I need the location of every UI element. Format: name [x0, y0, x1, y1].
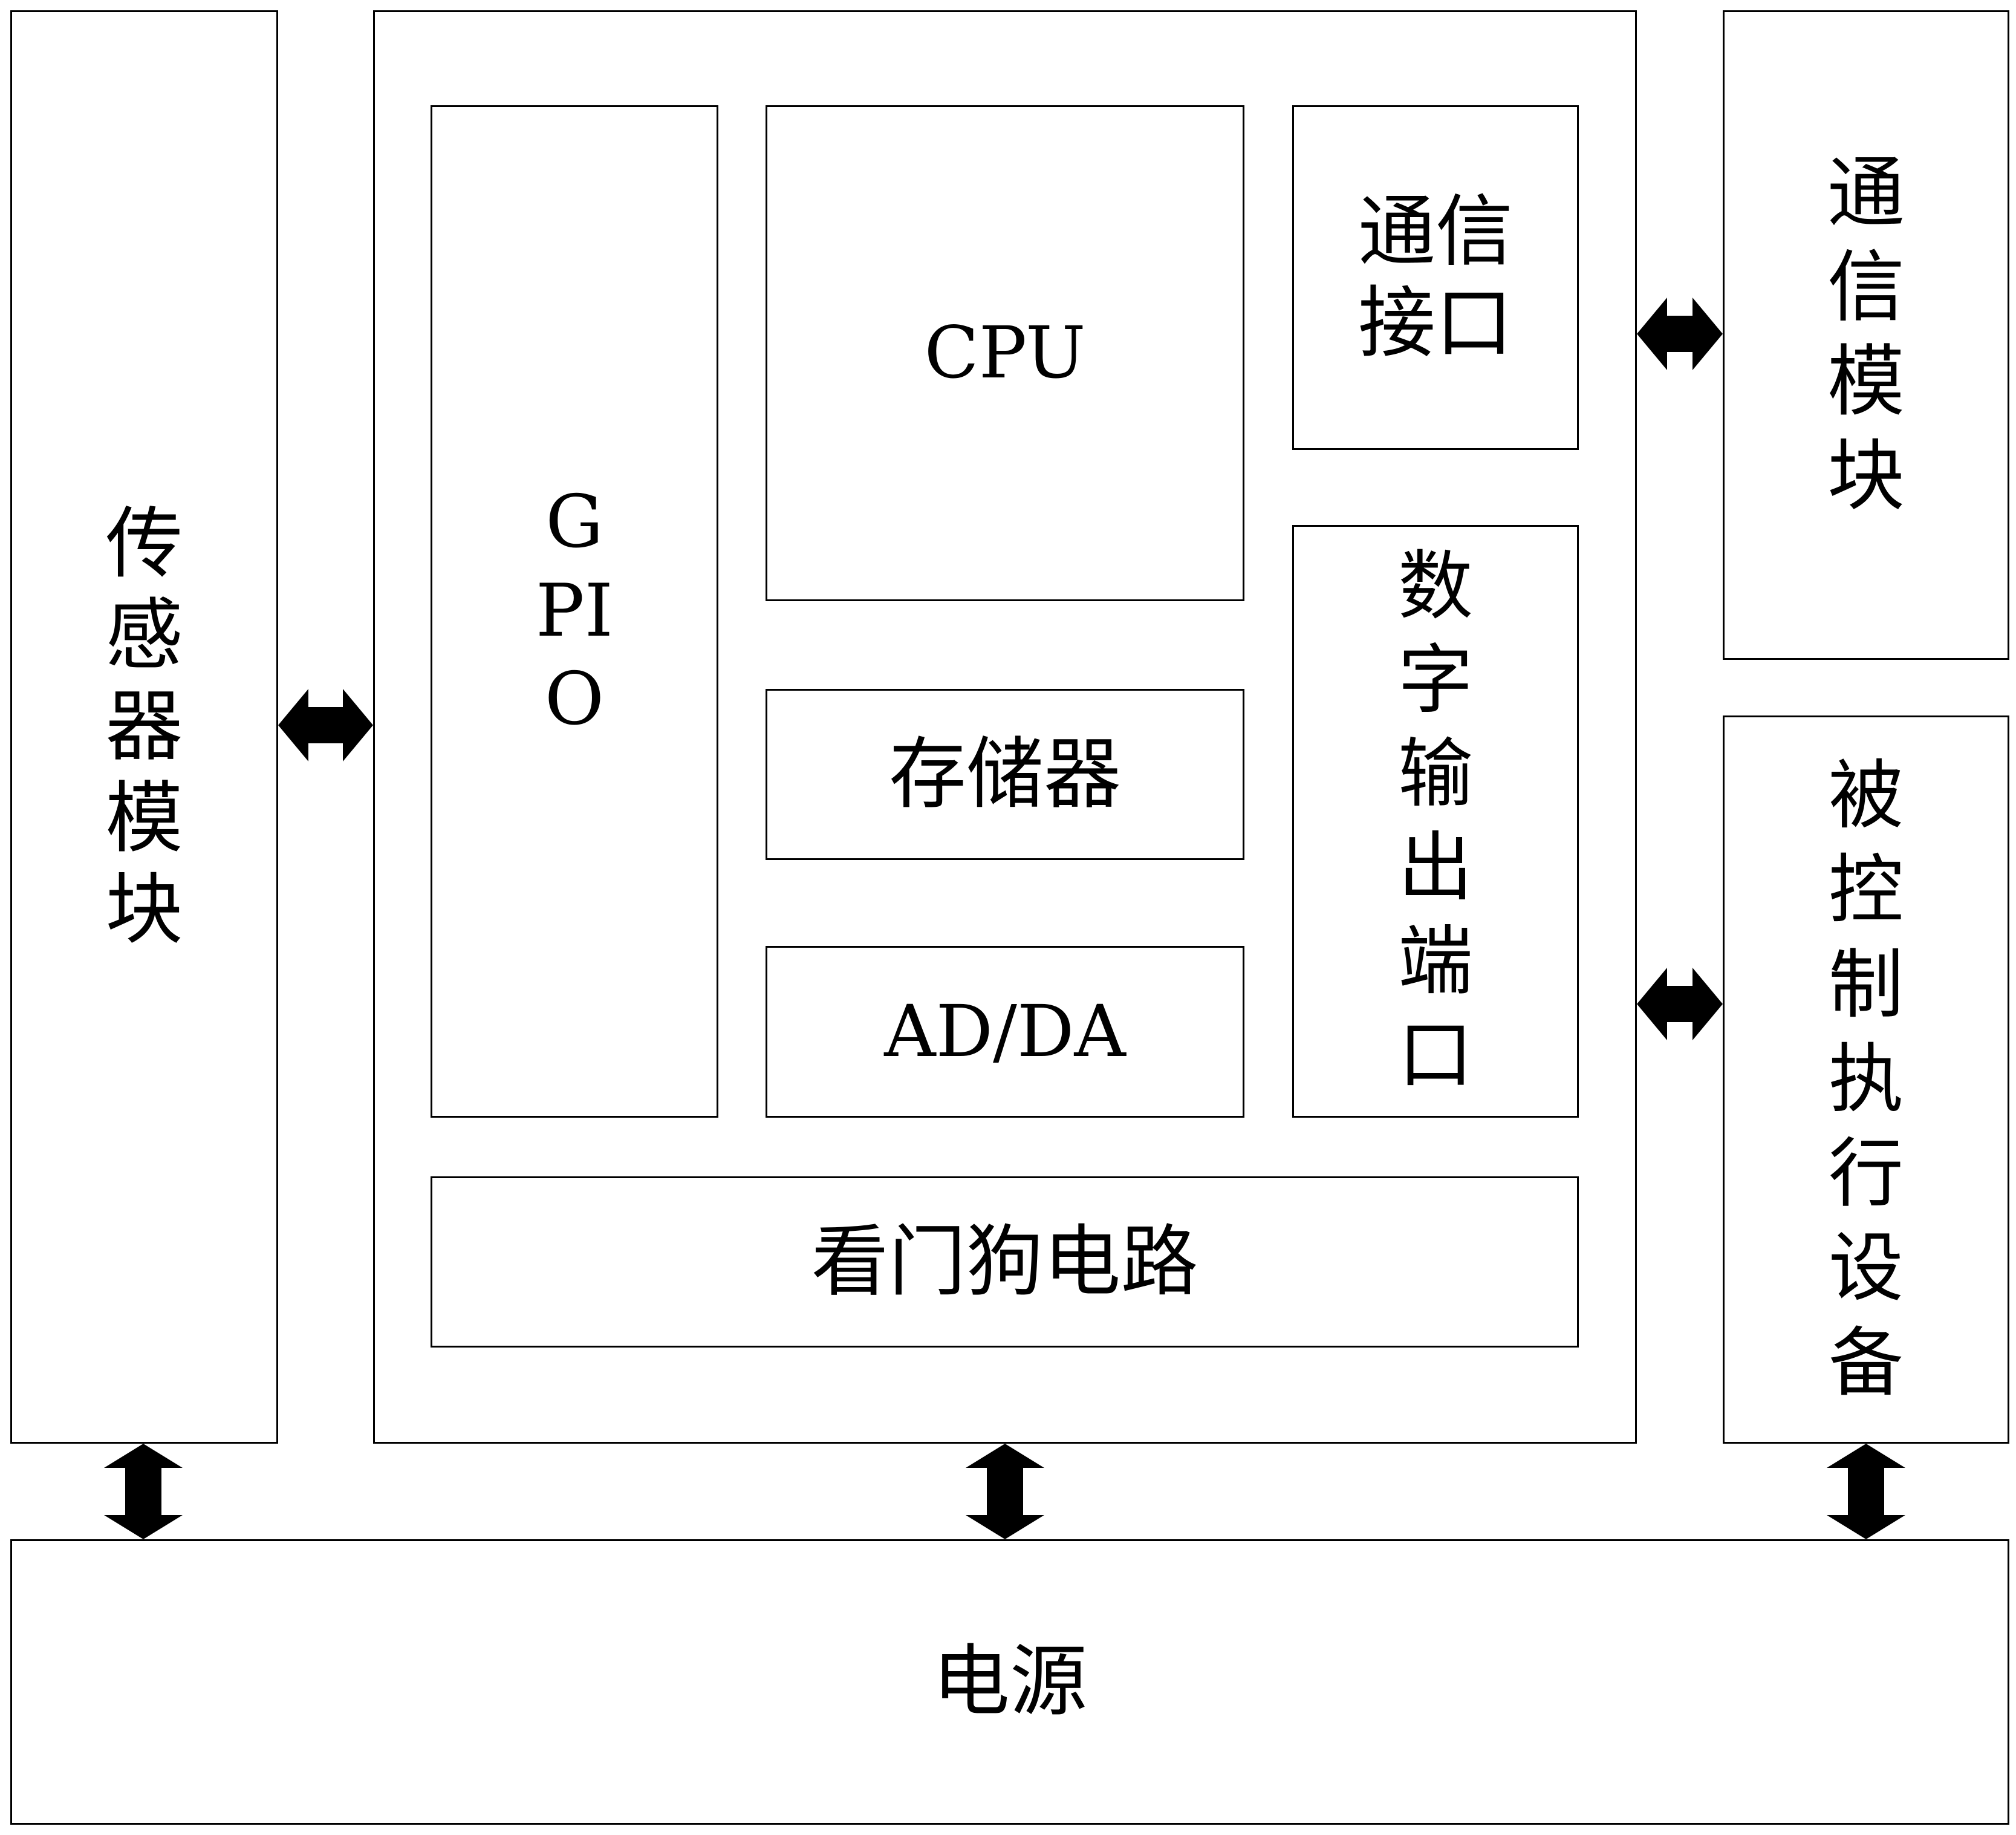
comm-interface-block: 通信接口	[1292, 105, 1579, 450]
arrow-mcu-power	[966, 1444, 1044, 1539]
gpio-block: GPIO	[431, 105, 718, 1118]
watchdog-circuit-label: 看门狗电路	[811, 1216, 1198, 1307]
comm-module-label: 通信模块	[1827, 148, 1905, 522]
digital-output-port-block: 数字输出端口	[1292, 525, 1579, 1118]
controlled-actuator-label: 被控制执行设备	[1828, 752, 1904, 1407]
controlled-actuator-block: 被控制执行设备	[1723, 715, 2009, 1444]
comm-interface-label: 通信接口	[1358, 186, 1513, 368]
power-supply-label: 电源	[932, 1637, 1087, 1727]
sensor-module-label: 传感器模块	[105, 499, 183, 955]
arrow-mcu-actuator	[1637, 968, 1723, 1040]
memory-label: 存储器	[888, 729, 1121, 820]
arrow-mcu-comm-module	[1637, 298, 1723, 370]
arrow-sensor-power	[104, 1444, 183, 1539]
cpu-block: CPU	[766, 105, 1244, 601]
arrow-sensor-mcu	[278, 689, 373, 761]
memory-block: 存储器	[766, 689, 1244, 860]
cpu-label: CPU	[924, 311, 1086, 395]
power-supply-block: 电源	[10, 1539, 2009, 1825]
ad-da-label: AD/DA	[884, 989, 1126, 1074]
gpio-label: GPIO	[535, 480, 614, 742]
digital-output-port-label: 数字输出端口	[1397, 543, 1473, 1099]
arrow-actuator-power	[1827, 1444, 1905, 1539]
comm-module-block: 通信模块	[1723, 10, 2009, 660]
sensor-module-block: 传感器模块	[10, 10, 278, 1444]
ad-da-block: AD/DA	[766, 946, 1244, 1118]
watchdog-circuit-block: 看门狗电路	[431, 1176, 1579, 1348]
